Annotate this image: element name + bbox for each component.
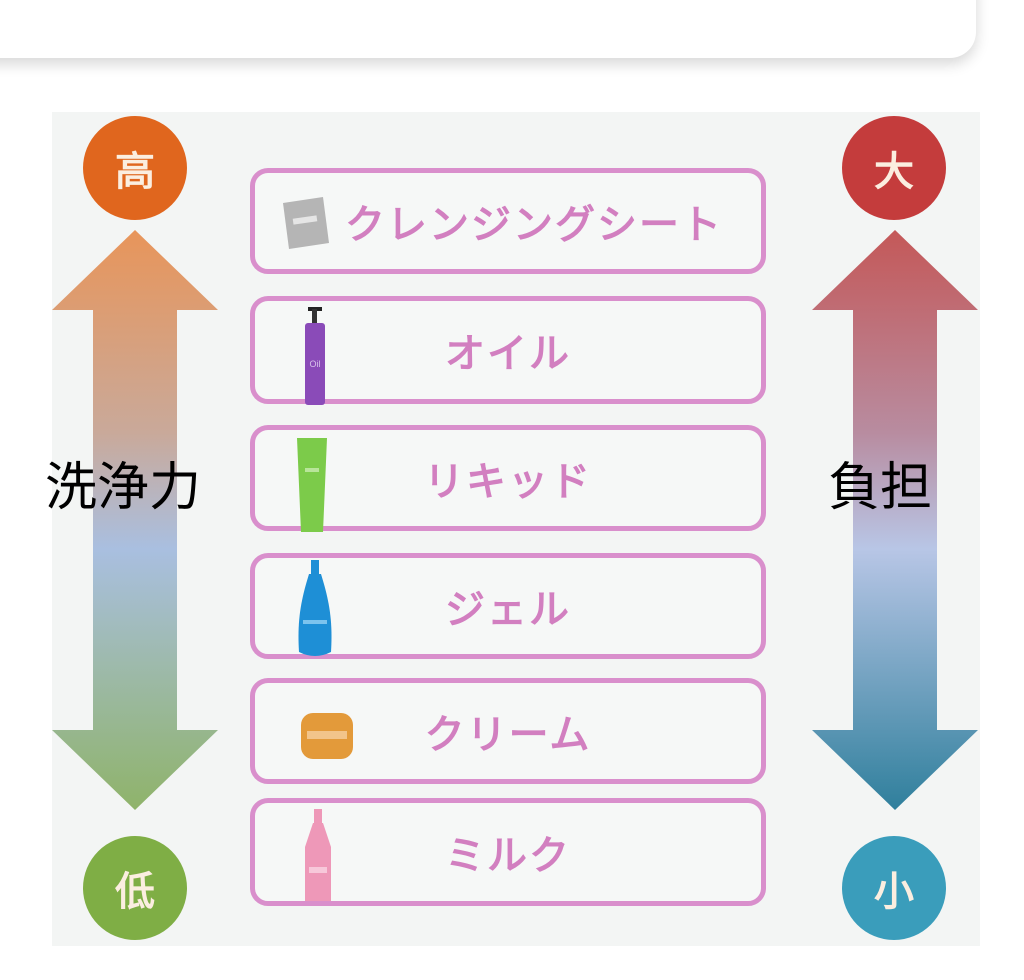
svg-text:Oil: Oil — [310, 359, 321, 369]
item-label: リキッド — [424, 459, 592, 505]
list-item-gel: ジェル — [250, 553, 766, 659]
gel-bottle-icon — [298, 560, 332, 656]
item-label: オイル — [445, 331, 571, 377]
large-badge: 大 — [842, 116, 946, 220]
low-badge-text: 低 — [115, 869, 155, 915]
list-item-milk: ミルク — [250, 798, 766, 906]
item-label: クレンジングシート — [345, 202, 723, 248]
burden-label: 負担 — [828, 458, 933, 518]
list-item-oil: Oil オイル — [250, 296, 766, 405]
large-badge-text: 大 — [874, 149, 914, 195]
list-item-cream: クリーム — [250, 678, 766, 784]
tube-icon — [297, 438, 327, 532]
cleansing-power-arrow-icon — [52, 230, 218, 810]
item-label: ジェル — [445, 587, 571, 633]
list-item-liquid: リキッド — [250, 425, 766, 532]
small-badge: 小 — [842, 836, 946, 940]
sheet-icon — [283, 197, 329, 249]
low-badge: 低 — [83, 836, 187, 940]
milk-bottle-icon — [305, 809, 331, 901]
item-label: ミルク — [445, 833, 571, 879]
top-card — [0, 0, 976, 58]
item-label: クリーム — [424, 712, 592, 758]
cream-jar-icon — [301, 713, 353, 759]
cleansing-comparison-diagram: 高 低 大 小 — [52, 112, 980, 946]
oil-bottle-icon: Oil — [305, 307, 325, 405]
list-item-cleansing-sheet: クレンジングシート — [250, 168, 766, 274]
small-badge-text: 小 — [874, 869, 914, 915]
cleansing-power-label: 洗浄力 — [45, 458, 202, 518]
high-badge: 高 — [83, 116, 187, 220]
burden-arrow-icon — [812, 230, 978, 810]
high-badge-text: 高 — [115, 149, 155, 195]
